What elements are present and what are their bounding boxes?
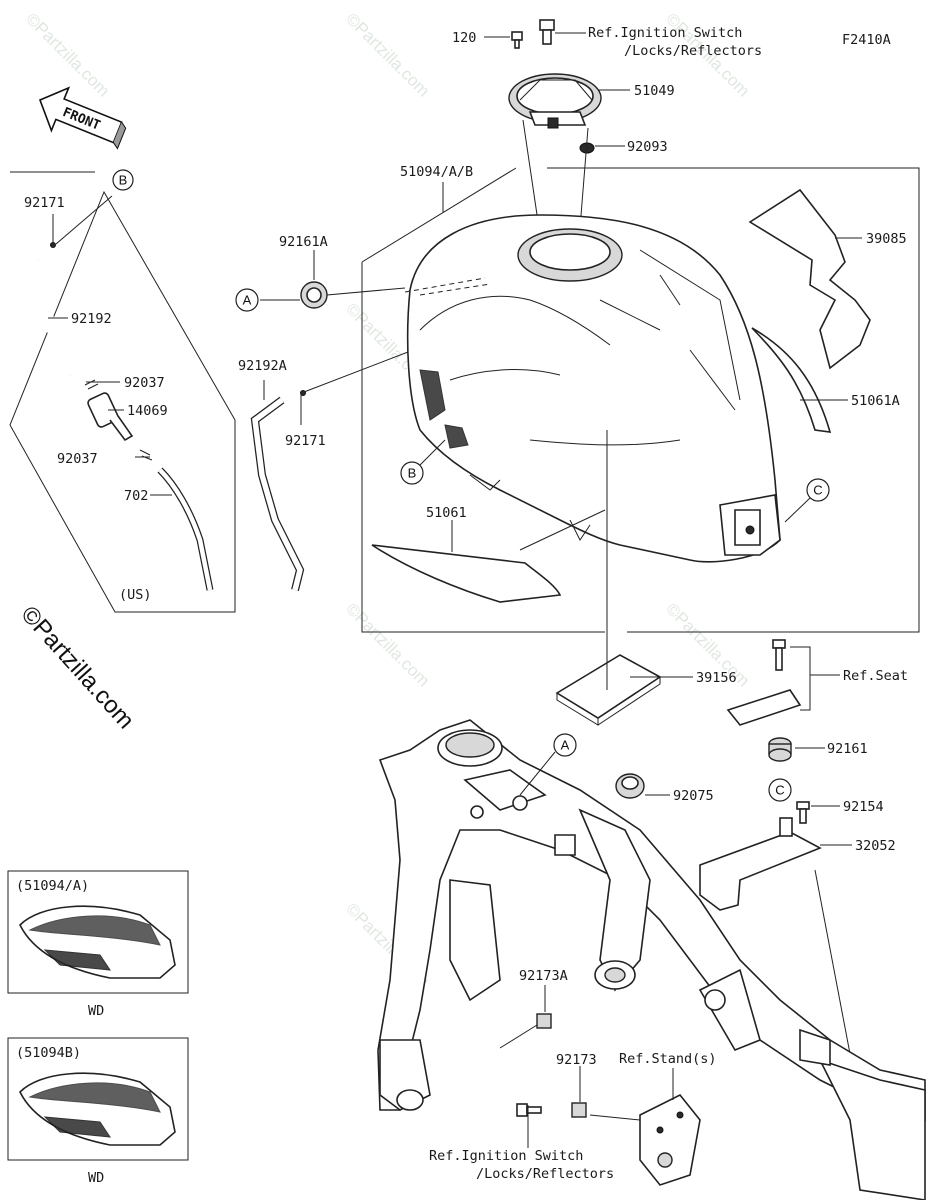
ref-b-tank: B	[400, 461, 424, 485]
ref-c-tank: C	[806, 478, 830, 502]
leader-ref-c	[784, 497, 811, 523]
bracket-seat	[726, 689, 802, 726]
ref-a-tank: A	[235, 288, 259, 312]
front-arrow-icon: FRONT	[38, 86, 127, 150]
leader-ref-b	[419, 439, 446, 466]
nut-92173a	[536, 1013, 552, 1029]
ref-a-frame: A	[553, 733, 577, 757]
label-92171-us: 92171	[24, 195, 65, 211]
label-92171-mid: 92171	[285, 433, 326, 449]
label-39085: 39085	[866, 231, 907, 247]
leader-51061	[451, 509, 606, 552]
brand-watermark: ©Partzilla.com	[16, 601, 140, 734]
inset-caption: WD	[88, 1170, 104, 1186]
label-51049: 51049	[634, 83, 675, 99]
hose-92192a	[250, 390, 306, 591]
label-92037-a: 92037	[124, 375, 165, 391]
label-92075: 92075	[673, 788, 714, 804]
leader-92173a	[499, 985, 546, 1049]
rivet-top	[539, 19, 555, 45]
bracket-32052	[699, 817, 822, 911]
us-label: (US)	[119, 587, 152, 603]
inset-caption: WD	[88, 1003, 104, 1019]
ref-seat: Ref.Seat	[843, 668, 908, 684]
inset-title: (51094/A)	[16, 878, 89, 894]
tank-frame	[361, 167, 920, 633]
watermark: ©Partzilla.com	[342, 9, 433, 100]
leader-32052-frame	[814, 869, 856, 1081]
svg-text:A: A	[561, 738, 570, 753]
svg-text:C: C	[775, 783, 784, 798]
label-51094: 51094/A/B	[400, 164, 473, 180]
label-92037-b: 92037	[57, 451, 98, 467]
motorcycle-frame	[377, 719, 926, 1200]
label-39156: 39156	[696, 670, 737, 686]
ref-b-us: B	[112, 169, 134, 191]
ref-ignition-top-1: Ref.Ignition Switch	[588, 25, 742, 41]
us-leaders	[48, 195, 172, 496]
bolt-92154	[796, 801, 810, 824]
svg-text:A: A	[243, 293, 252, 308]
fuel-tank-51094	[404, 214, 781, 563]
ref-ignition-bot-2: /Locks/Reflectors	[476, 1166, 614, 1182]
label-92161: 92161	[827, 741, 868, 757]
bolt-seat	[772, 639, 786, 671]
leader-ref-seat	[790, 646, 840, 711]
stand-bracket	[639, 1093, 701, 1186]
bolt-120	[511, 31, 523, 49]
grommet-92075	[615, 773, 645, 799]
inset-51094b: (51094B) WD	[7, 1037, 189, 1186]
leader-92161a	[260, 250, 406, 301]
inset-51094a: (51094/A) WD	[7, 870, 189, 1019]
label-92173a: 92173A	[519, 968, 568, 984]
inset-title: (51094B)	[16, 1045, 81, 1061]
grommet-92161	[768, 737, 792, 762]
stripe-51061a	[751, 327, 832, 433]
leader-92171-mid	[300, 351, 409, 425]
label-92161a: 92161A	[279, 234, 328, 250]
watermark: ©Partzilla.com	[22, 9, 113, 100]
pad-39085	[748, 188, 871, 370]
svg-text:C: C	[813, 483, 822, 498]
stripe-51061	[371, 544, 562, 603]
us-inset-frame	[9, 171, 236, 613]
label-92093: 92093	[627, 139, 668, 155]
ref-ignition-bot-1: Ref.Ignition Switch	[429, 1148, 583, 1164]
fuel-cap-51049	[508, 73, 602, 129]
label-92192: 92192	[71, 311, 112, 327]
svg-text:B: B	[119, 173, 128, 188]
label-51061a: 51061A	[851, 393, 900, 409]
grommet-92161a	[300, 281, 328, 309]
label-120: 120	[452, 30, 476, 46]
label-92173: 92173	[556, 1052, 597, 1068]
us-hose-parts	[33, 242, 214, 591]
leader-ref-a-frame	[519, 751, 556, 796]
ref-ignition-top-2: /Locks/Reflectors	[624, 43, 762, 59]
label-32052: 32052	[855, 838, 896, 854]
svg-text:B: B	[408, 466, 417, 481]
leader-ref-ignition-bot	[527, 1105, 641, 1148]
ref-c-bracket: C	[768, 778, 792, 802]
label-92192a: 92192A	[238, 358, 287, 374]
leader-39156	[606, 430, 693, 690]
label-14069: 14069	[127, 403, 168, 419]
pad-39156	[555, 654, 662, 726]
nut-92173	[571, 1102, 587, 1118]
label-51061: 51061	[426, 505, 467, 521]
label-702: 702	[124, 488, 148, 504]
diagram-code: F2410A	[842, 32, 891, 48]
ref-stand: Ref.Stand(s)	[619, 1051, 717, 1067]
bolt-lower	[516, 1103, 542, 1117]
watermark: ©Partzilla.com	[342, 599, 433, 690]
label-92154: 92154	[843, 799, 884, 815]
